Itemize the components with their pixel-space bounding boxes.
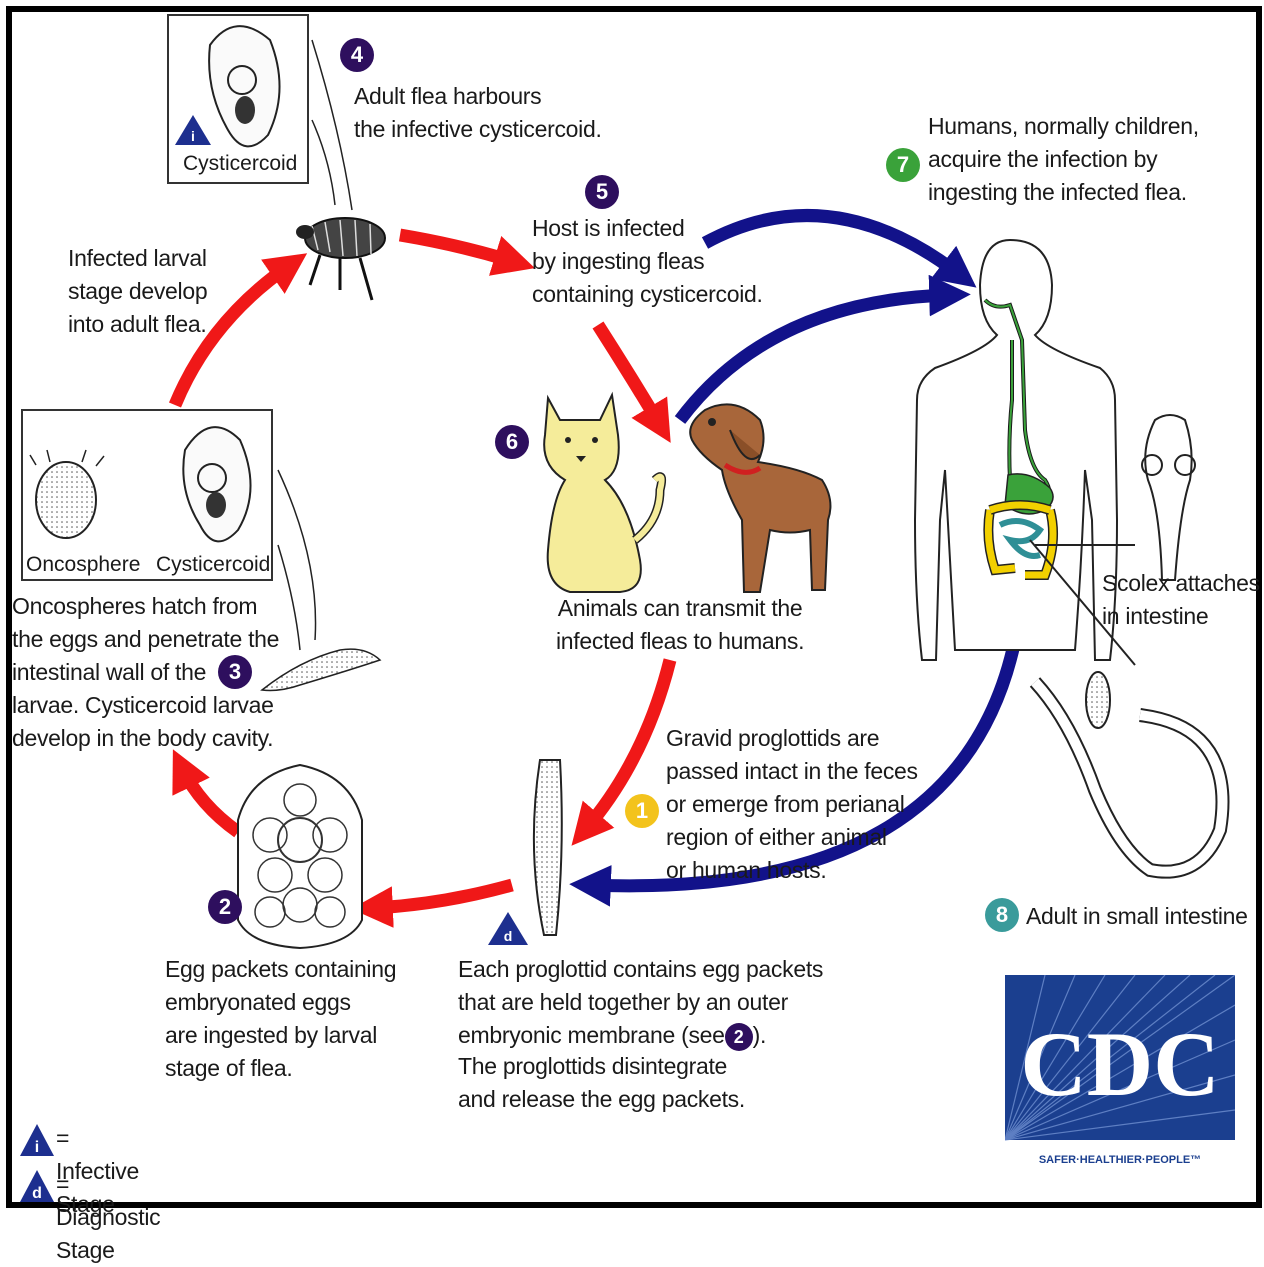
proglottid-illustration	[534, 760, 562, 935]
stage-5-text: Host is infected by ingesting fleas cont…	[532, 212, 763, 311]
proglottid-text-close: ).	[753, 1022, 766, 1048]
arrow-eggs-to-larva	[182, 768, 238, 832]
dog-illustration	[690, 404, 830, 592]
svg-text:SAFER·HEALTHIER·PEOPLE™: SAFER·HEALTHIER·PEOPLE™	[1039, 1154, 1201, 1166]
svg-text:d: d	[32, 1185, 42, 1202]
cat-illustration	[544, 395, 662, 592]
legend-diagnostic-label: = Diagnostic Stage	[56, 1168, 160, 1267]
stage-1-badge: 1	[625, 794, 659, 828]
cdc-logo-graphic: CDC SAFER·HEALTHIER·PEOPLE™	[1005, 975, 1235, 1170]
stage-1-text: Gravid proglottids are passed intact in …	[666, 722, 918, 887]
caption-cysticercoid-top: Cysticercoid	[183, 152, 297, 176]
svg-text:i: i	[191, 128, 195, 144]
svg-text:d: d	[504, 928, 513, 944]
stage-8-text: Adult in small intestine	[1026, 900, 1248, 933]
stage-8-badge: 8	[985, 898, 1019, 932]
proglottid-text-a: Each proglottid contains egg packets tha…	[458, 956, 823, 1048]
cdc-logo: CDC SAFER·HEALTHIER·PEOPLE™	[1005, 975, 1235, 1170]
caption-oncosphere: Oncosphere	[26, 553, 140, 577]
arrow-flea-to-host	[400, 235, 515, 262]
flea-larva	[262, 649, 380, 690]
proglottid-ref-badge: 2	[725, 1023, 753, 1051]
flea-illustration	[296, 218, 385, 300]
stage-4-text: Adult flea harbours the infective cystic…	[354, 80, 602, 146]
scolex-illustration	[1142, 415, 1195, 580]
stage-5-badge: 5	[585, 175, 619, 209]
stage-2-badge: 2	[208, 890, 242, 924]
svg-text:i: i	[35, 1139, 39, 1156]
infective-triangle-icon: i	[18, 1122, 56, 1158]
svg-text:CDC: CDC	[1020, 1013, 1219, 1115]
diagnostic-triangle-icon: d	[18, 1168, 56, 1204]
proglottid-text-b: The proglottids disintegrate and release…	[458, 1050, 745, 1116]
stage-7-text: Humans, normally children, acquire the i…	[928, 110, 1199, 209]
stage-6-text: Animals can transmit the infected fleas …	[556, 592, 804, 658]
stage-7-badge: 7	[886, 148, 920, 182]
stage-3-badge: 3	[218, 655, 252, 689]
proglottid-text: Each proglottid contains egg packets tha…	[458, 953, 823, 1052]
egg-packet-illustration	[238, 765, 362, 948]
scolex-text: Scolex attaches in intestine	[1102, 567, 1260, 633]
larval-text: Infected larval stage develop into adult…	[68, 242, 207, 341]
arrow-animals-to-human	[680, 295, 950, 420]
adult-tapeworm-illustration	[1035, 672, 1223, 872]
caption-cysticercoid-box: Cysticercoid	[156, 553, 270, 577]
arrow-proglottid-to-eggs	[372, 885, 512, 908]
stage-4-badge: 4	[340, 38, 374, 72]
stage-2-text: Egg packets containing embryonated eggs …	[165, 953, 396, 1085]
stage-6-badge: 6	[495, 425, 529, 459]
